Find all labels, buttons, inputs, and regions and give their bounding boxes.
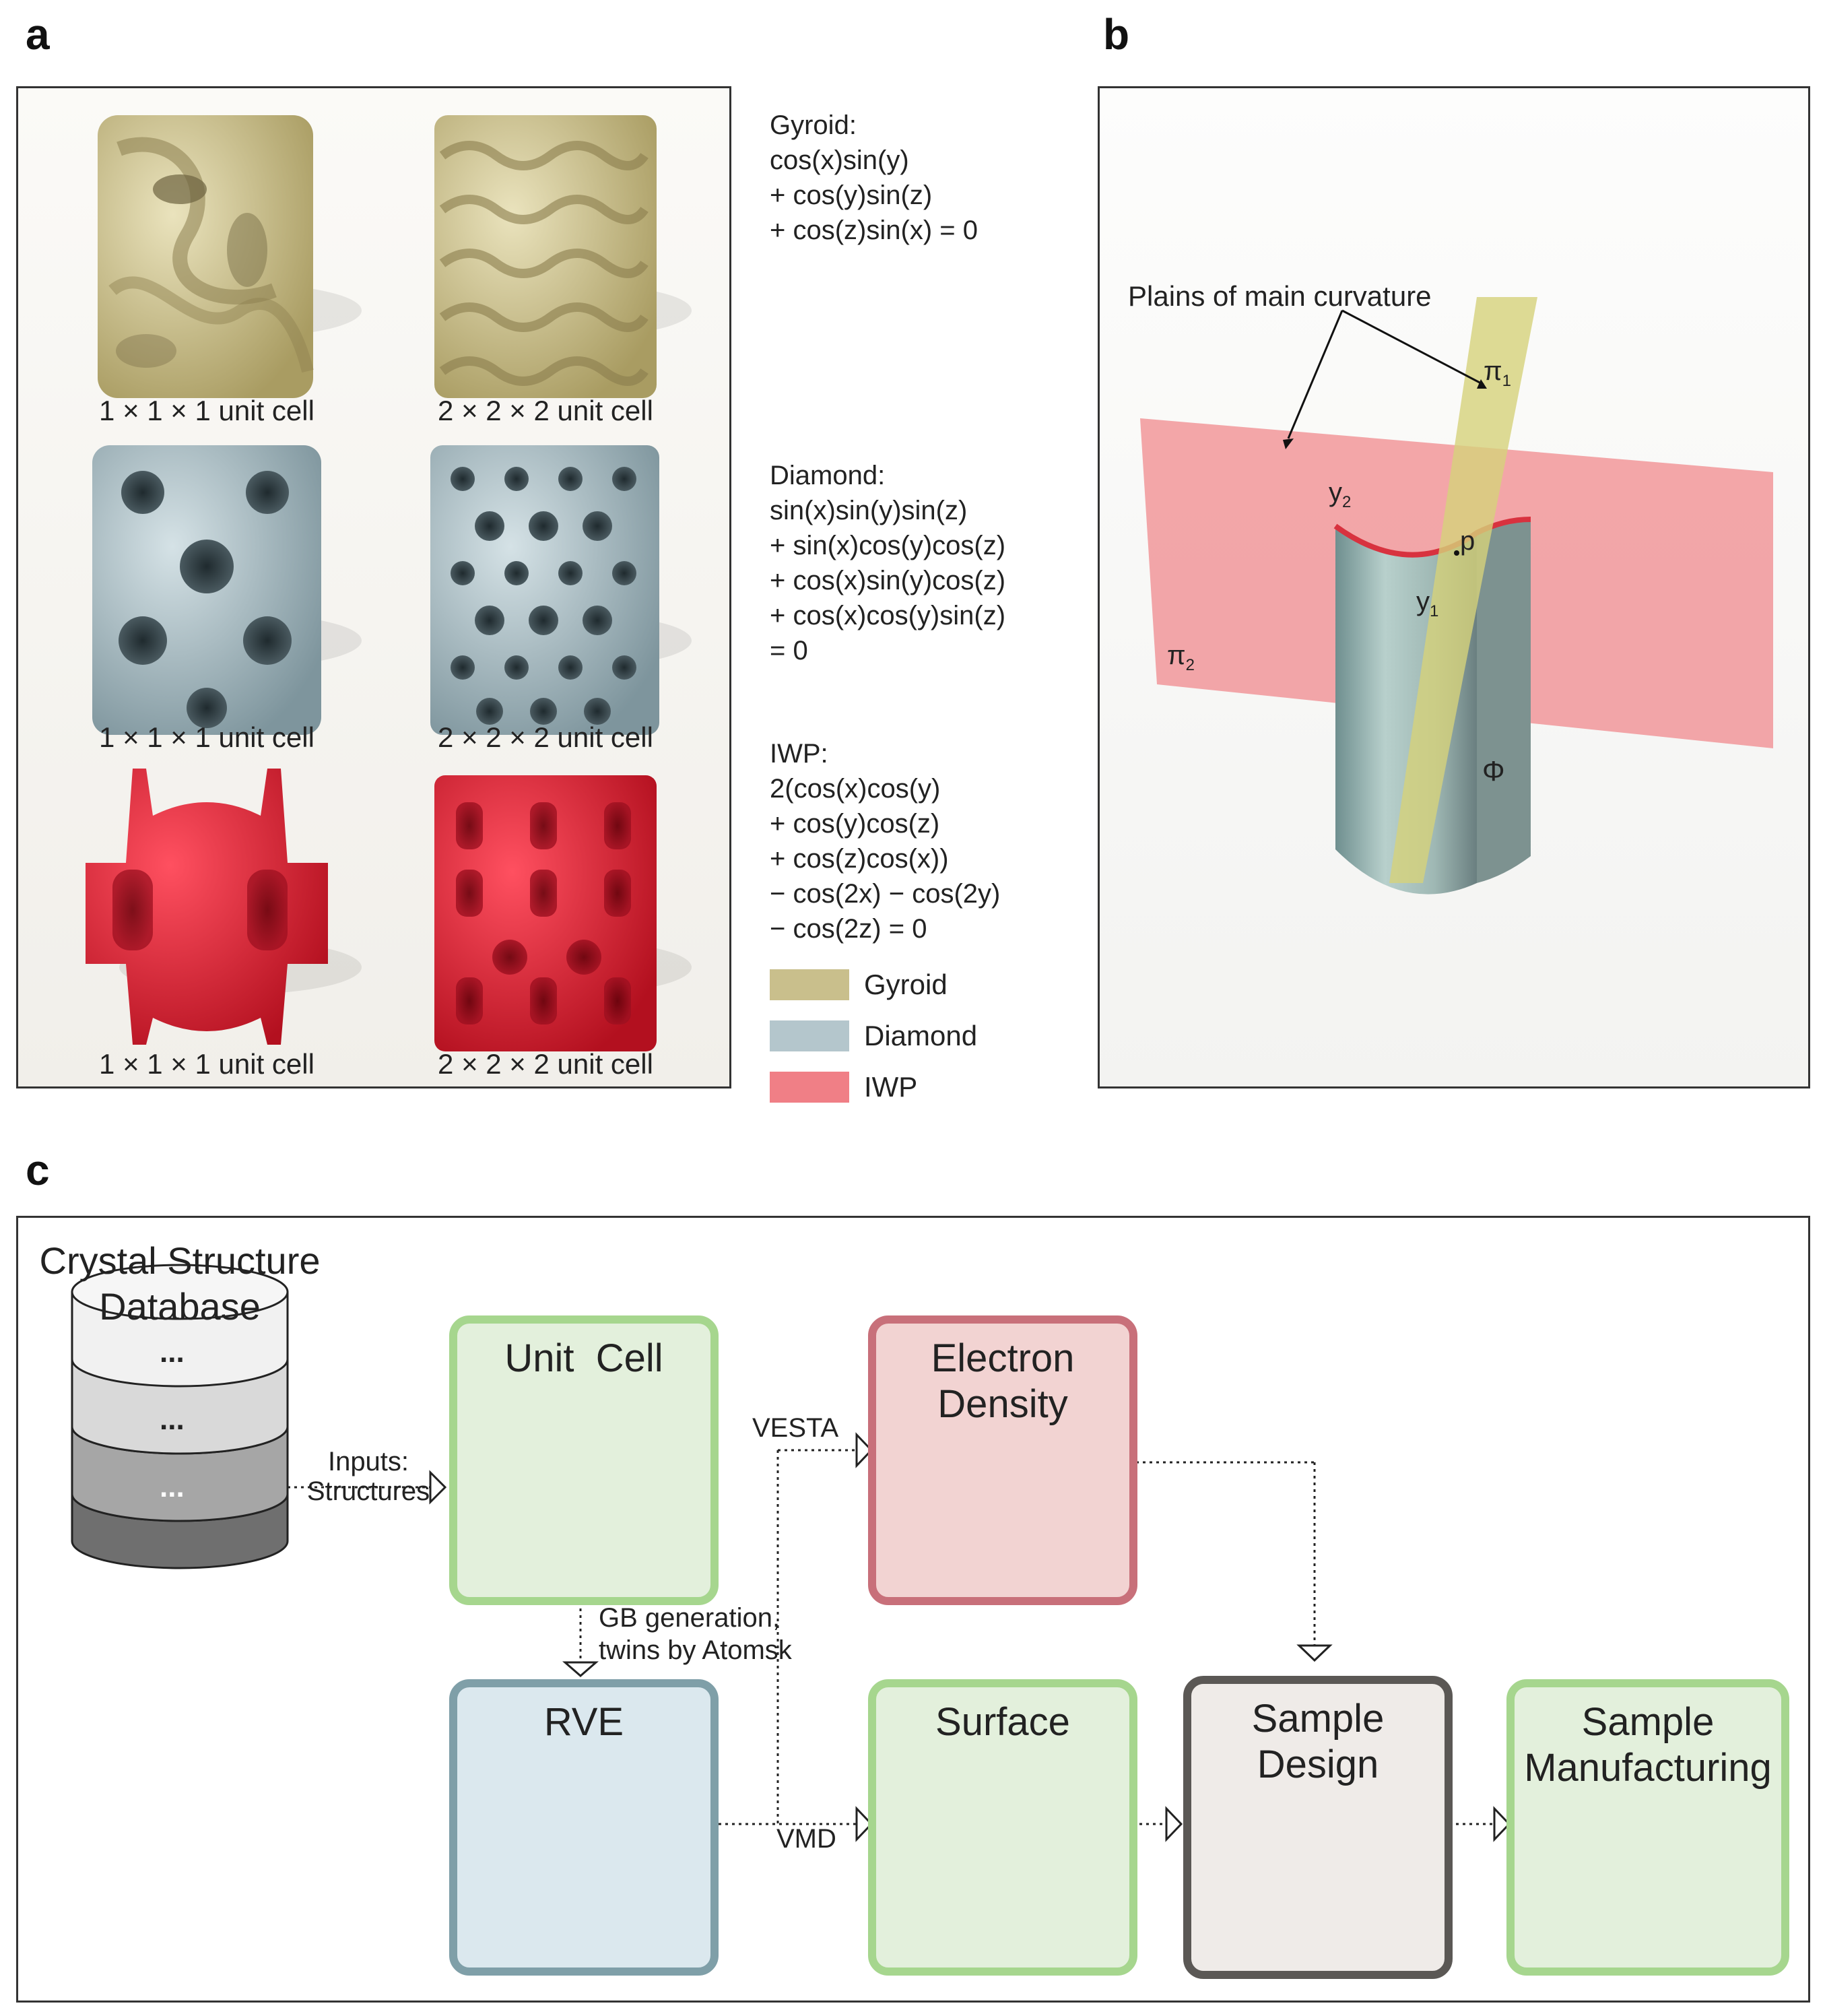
equation-line: + cos(z)sin(x) = 0 — [770, 216, 978, 245]
legend-label: IWP — [864, 1071, 918, 1103]
database-disk-dots: ... — [160, 1336, 185, 1369]
gyroid-2x2x2-caption: 2 × 2 × 2 unit cell — [438, 395, 653, 426]
database-title: Crystal Structure Database — [39, 1239, 321, 1328]
gyroid-equation: Gyroid: cos(x)sin(y) + cos(y)sin(z) + co… — [770, 108, 978, 248]
pi1-label: π1 — [1484, 356, 1511, 391]
legend-item-diamond: Diamond — [770, 1010, 977, 1062]
panel-label-c: c — [26, 1146, 50, 1194]
legend-swatch — [770, 1072, 849, 1103]
pi2-subscript: 2 — [1185, 656, 1195, 674]
equation-line: + cos(y)sin(z) — [770, 181, 933, 210]
point-p-label: p — [1460, 526, 1475, 556]
y1-subscript: 1 — [1430, 602, 1439, 620]
legend-item-iwp: IWP — [770, 1062, 977, 1113]
panel-label-b: b — [1103, 10, 1130, 59]
unit-cell-box: Unit Cell — [449, 1315, 719, 1605]
iwp-1x1x1-caption: 1 × 1 × 1 unit cell — [99, 1048, 314, 1080]
equation-line: + cos(y)cos(z) — [770, 809, 940, 839]
legend-swatch — [770, 969, 849, 1000]
pi2-symbol: π — [1167, 641, 1186, 670]
gyroid-2x2x2-render — [434, 115, 657, 398]
equation-line: + sin(x)cos(y)cos(z) — [770, 531, 1006, 560]
legend-item-gyroid: Gyroid — [770, 959, 977, 1010]
y2-label: y2 — [1329, 478, 1351, 512]
iwp-2x2x2-render — [434, 775, 657, 1051]
database-disk-dots: ... — [160, 1470, 185, 1503]
y2-symbol: y — [1329, 478, 1342, 507]
y2-subscript: 2 — [1342, 493, 1352, 511]
surface-title: Surface — [935, 1700, 1070, 1744]
unit-cell-title: Unit Cell — [504, 1336, 663, 1380]
panel-c-frame: Crystal Structure Database ... ... ... I… — [16, 1216, 1810, 2003]
equation-line: − cos(2z) = 0 — [770, 914, 927, 944]
legend-label: Gyroid — [864, 969, 948, 1000]
diamond-equation: Diamond: sin(x)sin(y)sin(z) + sin(x)cos(… — [770, 458, 1005, 668]
pi1-subscript: 1 — [1502, 372, 1511, 390]
panel-b-frame: Plains of main curvature π1 π2 y2 y1 p Φ — [1098, 86, 1810, 1088]
phi-label: Φ — [1482, 755, 1505, 787]
electron-density-title: Electron Density — [931, 1336, 1075, 1426]
iwp-1x1x1-render — [86, 769, 328, 1045]
vmd-label: VMD — [776, 1824, 836, 1854]
equation-line: + cos(x)sin(y)cos(z) — [770, 566, 1006, 595]
y1-symbol: y — [1416, 587, 1430, 616]
sample-manufacturing-box: Sample Manufacturing — [1506, 1679, 1789, 1976]
surface-box: Surface — [868, 1679, 1137, 1976]
equation-line: sin(x)sin(y)sin(z) — [770, 496, 968, 525]
equation-line: Gyroid: — [770, 110, 857, 140]
database-icon — [71, 1264, 289, 1569]
iwp-2x2x2-caption: 2 × 2 × 2 unit cell — [438, 1048, 653, 1080]
pi2-label: π2 — [1167, 641, 1195, 675]
pi1-symbol: π — [1484, 356, 1502, 386]
legend-label: Diamond — [864, 1020, 978, 1051]
diamond-1x1x1-render — [92, 445, 321, 735]
diamond-1x1x1-caption: 1 × 1 × 1 unit cell — [99, 721, 314, 753]
diamond-2x2x2-render — [430, 445, 659, 735]
curvature-annotation: Plains of main curvature — [1128, 280, 1432, 312]
legend-swatch — [770, 1020, 849, 1051]
equation-line: IWP: — [770, 739, 828, 769]
sample-design-box: Sample Design — [1183, 1676, 1453, 1979]
gyroid-1x1x1-render — [98, 115, 314, 398]
vesta-label: VESTA — [752, 1413, 839, 1443]
curvature-diagram — [1140, 297, 1773, 895]
equation-line: 2(cos(x)cos(y) — [770, 774, 941, 804]
panel-label-a: a — [26, 10, 50, 59]
material-legend: Gyroid Diamond IWP — [770, 959, 977, 1113]
rve-title: RVE — [543, 1700, 624, 1744]
sample-design-title: Sample Design — [1251, 1697, 1385, 1786]
rve-box: RVE — [449, 1679, 719, 1976]
gyroid-1x1x1-caption: 1 × 1 × 1 unit cell — [99, 395, 314, 426]
sample-manufacturing-title: Sample Manufacturing — [1524, 1700, 1772, 1790]
tpms-renderings — [86, 115, 692, 1051]
panel-a-frame: 1 × 1 × 1 unit cell 2 × 2 × 2 unit cell … — [16, 86, 731, 1088]
y1-label: y1 — [1416, 587, 1438, 621]
database-disk-dots: ... — [160, 1403, 185, 1436]
equation-line: = 0 — [770, 636, 808, 665]
iwp-equation: IWP: 2(cos(x)cos(y) + cos(y)cos(z) + cos… — [770, 736, 1000, 946]
diamond-2x2x2-caption: 2 × 2 × 2 unit cell — [438, 721, 653, 753]
equation-line: Diamond: — [770, 461, 886, 490]
gb-generation-label: GB generation, twins by Atomsk — [599, 1603, 792, 1665]
equation-line: cos(x)sin(y) — [770, 145, 909, 175]
equation-line: − cos(2x) − cos(2y) — [770, 879, 1001, 909]
equation-line: + cos(z)cos(x)) — [770, 844, 949, 874]
equation-line: + cos(x)cos(y)sin(z) — [770, 601, 1006, 630]
plane-pi1 — [1389, 297, 1537, 883]
inputs-label: Inputs: Structures — [306, 1447, 430, 1506]
electron-density-box: Electron Density — [868, 1315, 1137, 1605]
